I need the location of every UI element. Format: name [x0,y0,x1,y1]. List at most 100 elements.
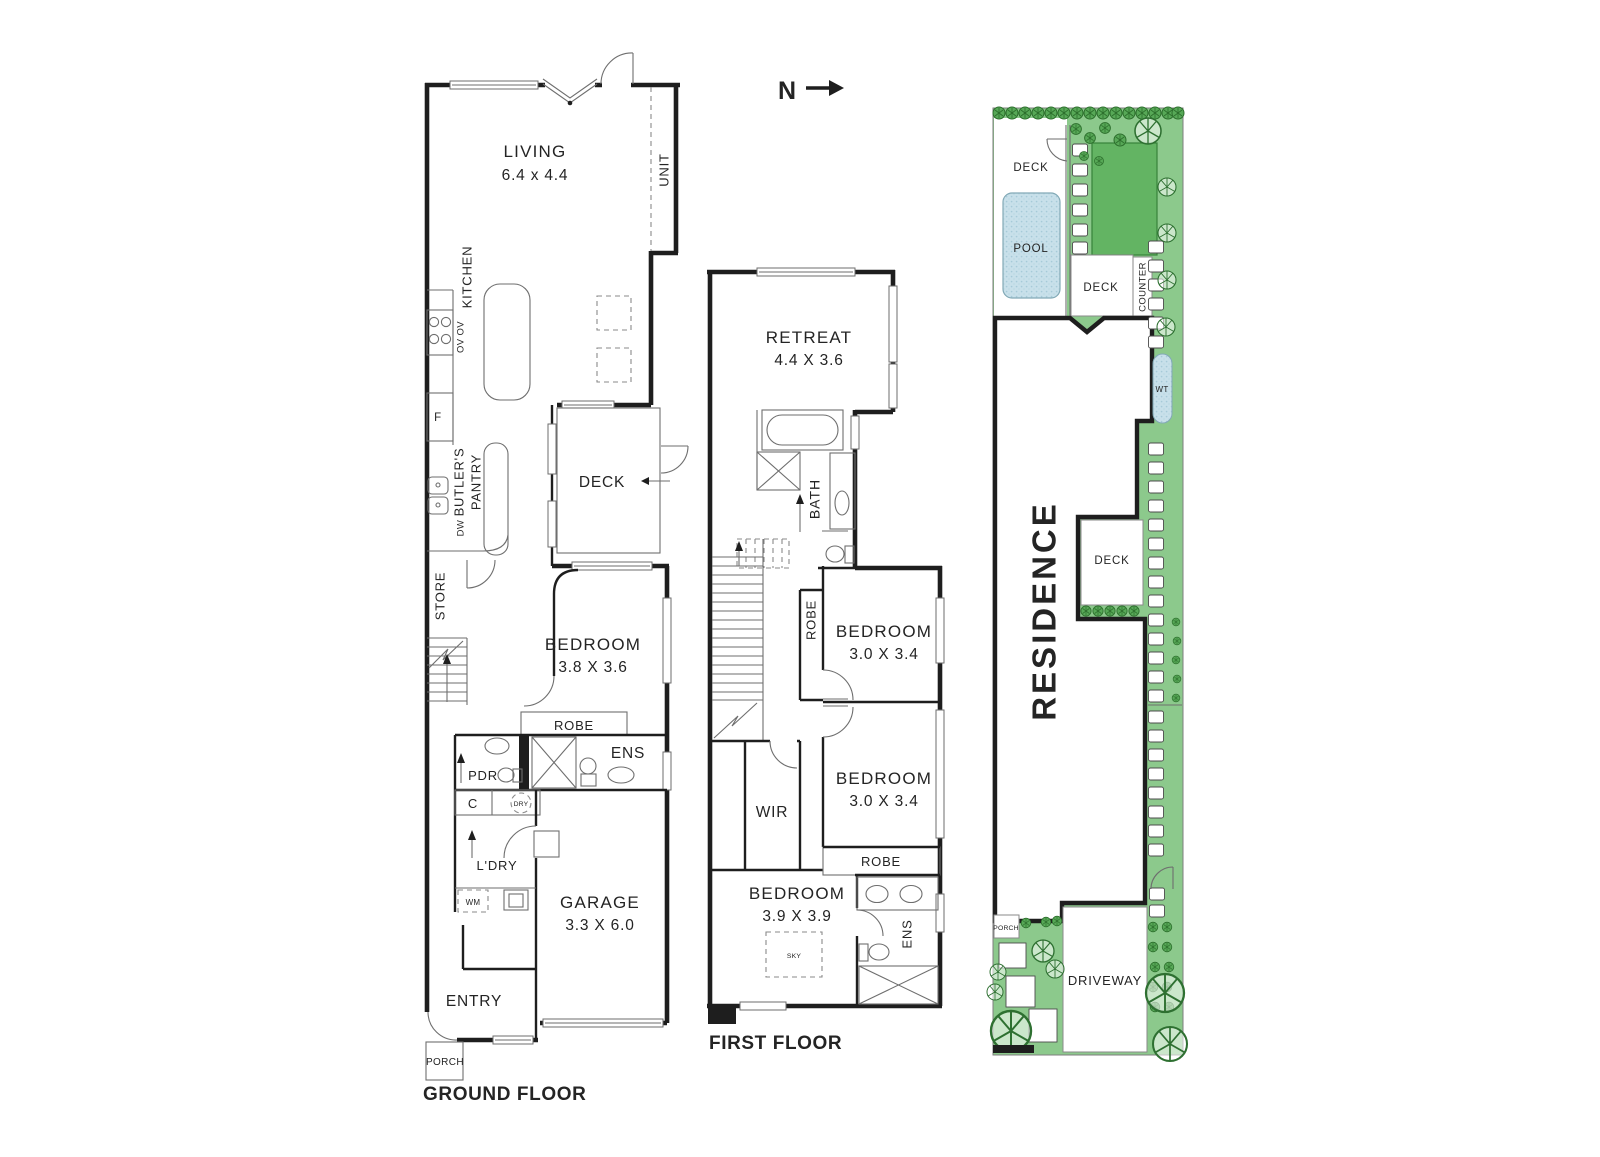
gf-bedroom-door [523,675,555,707]
gf-cupboard-label: C [468,796,478,811]
ff-bath: BATH [756,409,856,570]
site-deck-top-label: DECK [1013,162,1048,174]
garage-door [542,1018,664,1028]
shower-icon [858,965,939,1005]
vanity-icon [856,876,939,911]
tree-icon [1157,270,1177,290]
ff-bedroom1: ROBE BEDROOM 3.0 X 3.4 [798,566,940,707]
gf-entry-label: ENTRY [446,993,502,1010]
shower-icon [756,451,801,491]
vanity-icon [829,452,856,530]
toilet-icon [825,545,845,563]
sink-icon [427,476,449,495]
ff-bedroom1-label: BEDROOM [836,622,932,641]
ff-robe1-label: ROBE [803,600,818,640]
first-floor-plan: RETREAT 4.4 X 3.6 BATH ROBE BEDROOM 3.0 … [707,267,945,1054]
gf-butlers-line2: PANTRY [468,454,483,510]
ff-windows [739,267,945,1011]
deck-entry-arrow-icon [641,477,649,485]
fridge-icon [426,392,454,442]
north-arrow-head-icon [829,80,844,96]
toilet-icon [579,757,597,775]
gf-dryer-label: DRY [514,801,529,808]
site-gate-top [1046,138,1068,162]
gf-pdr-label: PDR [468,768,498,783]
gf-porch-outline [425,1041,464,1081]
tree-icon [1157,177,1177,197]
cooktop-icon [426,309,454,356]
tree-icon [1151,1025,1189,1063]
stair-break-line [713,702,758,739]
site-deck-lower-area [1080,519,1144,606]
site-porch-label: PORCH [993,925,1019,932]
ff-bedroom2-dims: 3.0 X 3.4 [849,793,918,810]
site-driveway-label: DRIVEWAY [1068,973,1142,988]
pantry-bench-icon [483,442,509,556]
residence-outline [992,315,1155,924]
basin-icon [484,737,510,755]
store-door [466,559,496,589]
pool [1002,192,1061,299]
basin-icon [834,490,850,516]
gf-wm-label: WM [466,898,481,907]
skylight-icon [765,931,823,978]
site-fence [1065,125,1071,318]
site-deck-lower-label: DECK [1094,555,1129,567]
ff-bedroom3-dims: 3.9 X 3.9 [762,908,831,925]
toilet-icon [868,943,890,961]
gf-ensuite-powder: ENS PDR [453,733,667,912]
tree-icon [989,963,1007,981]
gf-living-label: LIVING [504,142,567,161]
gf-ovens-label: OV OV [456,321,467,353]
gf-living-dims: 6.4 x 4.4 [502,167,569,184]
gf-laundry: C DRY L'DRY WM [454,789,560,1023]
site-residence-label: RESIDENCE [1026,501,1063,721]
gf-robe-label: ROBE [554,718,594,733]
gf-bedroom: BEDROOM 3.8 X 3.6 ROBE [520,561,672,791]
gf-store-stairs: STORE [427,559,496,705]
ff-bath-label: BATH [807,479,823,519]
gf-dining-tables [596,295,632,383]
gf-bay-window [542,78,598,106]
laundry-door [503,825,537,859]
ff-bedroom2-wir: WIR BEDROOM 3.0 X 3.4 ROBE [710,706,941,876]
gf-bedroom-dims: 3.8 X 3.6 [558,659,627,676]
gf-kitchen-label: KITCHEN [459,246,474,309]
ff-sky-label: SKY [787,953,801,960]
ff-bedroom3-label: BEDROOM [749,884,845,903]
tree-icon [1045,959,1065,979]
ff-corner-block [708,1004,736,1024]
gf-porch-label: PORCH [426,1057,464,1068]
garden-bottom-left [986,915,1065,1053]
ff-retreat-dims: 4.4 X 3.6 [774,352,843,369]
site-plan: DECK POOL DECK COUNTER RESIDENCE WT DECK [986,106,1189,1063]
laundry-sink-icon [503,889,529,911]
gf-wall-top-right [557,82,680,408]
washing-machine-icon [457,889,489,913]
gf-ens-label: ENS [611,745,645,762]
hall-arrow-icon [468,830,476,840]
gf-dishwasher-label: DW [456,520,467,537]
stair-break-line [428,640,464,669]
gf-bedroom-wall [552,568,579,676]
tree-icon [986,983,1004,1001]
tree-icon [1031,939,1055,963]
hall-arrow-icon [457,753,465,763]
basin-icon [899,884,923,904]
ff-ens-label: ENS [899,919,914,948]
hedge-row-top [992,106,1185,120]
bedroom1-door [822,669,854,701]
stepping-stones-right-column [1148,240,1165,918]
tree-icon [1134,117,1162,145]
gf-garage-entry: GARAGE 3.3 X 6.0 ENTRY PORCH [425,893,664,1081]
toilet-icon [497,767,515,783]
gf-butlers-line1: BUTLER'S [451,448,466,517]
ff-bedroom2-label: BEDROOM [836,769,932,788]
front-door [427,1011,458,1041]
ff-wir-label: WIR [756,804,789,821]
tree-icon [1156,317,1176,337]
island-bench-icon [483,283,531,401]
site-porch [993,914,1020,939]
gf-top-door [600,52,634,85]
